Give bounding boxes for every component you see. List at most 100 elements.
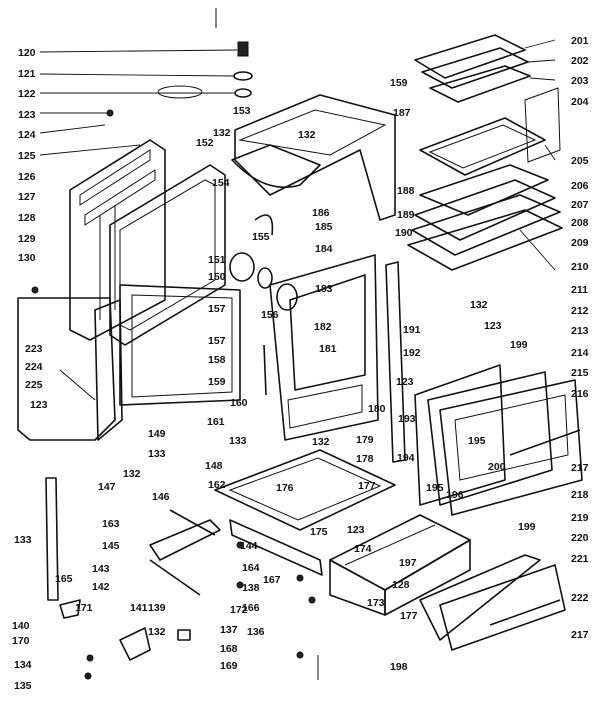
leader-lines bbox=[39, 39, 556, 271]
part-callout-186: 186 bbox=[312, 207, 330, 219]
part-callout-123: 123 bbox=[30, 399, 48, 411]
part-callout-128: 128 bbox=[392, 579, 410, 591]
part-callout-177: 177 bbox=[358, 480, 376, 492]
part-callout-123: 123 bbox=[18, 109, 36, 121]
part-callout-155: 155 bbox=[252, 231, 270, 243]
part-callout-170: 170 bbox=[12, 635, 30, 647]
part-callout-196: 196 bbox=[446, 489, 464, 501]
heating-element bbox=[254, 214, 274, 236]
part-callout-146: 146 bbox=[152, 491, 170, 503]
part-callout-206: 206 bbox=[571, 180, 589, 192]
part-callout-191: 191 bbox=[403, 324, 421, 336]
burner-assembly bbox=[149, 509, 221, 596]
part-callout-175: 175 bbox=[310, 526, 328, 538]
door-trim-strip bbox=[385, 261, 406, 463]
part-callout-212: 212 bbox=[571, 305, 589, 317]
part-callout-139: 139 bbox=[148, 602, 166, 614]
part-callout-142: 142 bbox=[92, 581, 110, 593]
part-callout-223: 223 bbox=[25, 343, 43, 355]
part-callout-159: 159 bbox=[208, 376, 226, 388]
part-callout-218: 218 bbox=[571, 489, 589, 501]
part-callout-159: 159 bbox=[390, 77, 408, 89]
part-callout-189: 189 bbox=[397, 209, 415, 221]
part-callout-221: 221 bbox=[571, 553, 589, 565]
part-callout-173: 173 bbox=[367, 597, 385, 609]
thermostat-bulb bbox=[229, 252, 255, 282]
part-callout-127: 127 bbox=[18, 191, 36, 203]
part-callout-207: 207 bbox=[571, 199, 589, 211]
part-callout-132: 132 bbox=[123, 468, 141, 480]
broiler-door-assembly bbox=[414, 364, 583, 516]
top-cover bbox=[231, 94, 396, 221]
part-callout-208: 208 bbox=[571, 217, 589, 229]
part-callout-144: 144 bbox=[240, 540, 258, 552]
part-callout-132: 132 bbox=[470, 299, 488, 311]
part-callout-135: 135 bbox=[14, 680, 32, 692]
part-callout-161: 161 bbox=[207, 416, 225, 428]
part-callout-125: 125 bbox=[18, 150, 36, 162]
part-callout-122: 122 bbox=[18, 88, 36, 100]
part-callout-162: 162 bbox=[208, 479, 226, 491]
part-callout-137: 137 bbox=[220, 624, 238, 636]
part-callout-195: 195 bbox=[426, 482, 444, 494]
part-callout-132: 132 bbox=[148, 626, 166, 638]
storage-drawer bbox=[329, 514, 471, 616]
part-callout-158: 158 bbox=[208, 354, 226, 366]
part-callout-217: 217 bbox=[571, 462, 589, 474]
part-callout-120: 120 bbox=[18, 47, 36, 59]
part-callout-216: 216 bbox=[571, 388, 589, 400]
part-callout-199: 199 bbox=[510, 339, 528, 351]
broiler-rack-stack bbox=[407, 34, 563, 271]
part-callout-203: 203 bbox=[571, 75, 589, 87]
part-callout-128: 128 bbox=[18, 212, 36, 224]
part-callout-197: 197 bbox=[399, 557, 417, 569]
part-callout-157: 157 bbox=[208, 303, 226, 315]
part-callout-140: 140 bbox=[12, 620, 30, 632]
part-callout-132: 132 bbox=[213, 127, 231, 139]
part-callout-224: 224 bbox=[25, 361, 43, 373]
part-callout-129: 129 bbox=[18, 233, 36, 245]
gasket-ring bbox=[276, 283, 298, 311]
part-callout-194: 194 bbox=[397, 452, 415, 464]
seal-ring bbox=[257, 267, 273, 289]
part-callout-174: 174 bbox=[354, 543, 372, 555]
part-callout-130: 130 bbox=[18, 252, 36, 264]
part-callout-220: 220 bbox=[571, 532, 589, 544]
part-callout-132: 132 bbox=[298, 129, 316, 141]
part-callout-183: 183 bbox=[315, 283, 333, 295]
part-callout-181: 181 bbox=[319, 343, 337, 355]
part-callout-214: 214 bbox=[571, 347, 589, 359]
part-callout-213: 213 bbox=[571, 325, 589, 337]
part-callout-204: 204 bbox=[571, 96, 589, 108]
part-callout-202: 202 bbox=[571, 55, 589, 67]
part-callout-188: 188 bbox=[397, 185, 415, 197]
part-callout-176: 176 bbox=[276, 482, 294, 494]
part-callout-184: 184 bbox=[315, 243, 333, 255]
part-callout-123: 123 bbox=[396, 376, 414, 388]
part-callout-150: 150 bbox=[208, 271, 226, 283]
part-callout-136: 136 bbox=[247, 626, 265, 638]
part-callout-149: 149 bbox=[148, 428, 166, 440]
part-callout-152: 152 bbox=[196, 137, 214, 149]
part-callout-192: 192 bbox=[403, 347, 421, 359]
part-callout-163: 163 bbox=[102, 518, 120, 530]
oven-bottom-panel bbox=[214, 449, 396, 576]
part-callout-200: 200 bbox=[488, 461, 506, 473]
part-callout-185: 185 bbox=[315, 221, 333, 233]
part-callout-195: 195 bbox=[468, 435, 486, 447]
part-callout-164: 164 bbox=[242, 562, 260, 574]
part-callout-187: 187 bbox=[393, 107, 411, 119]
part-callout-138: 138 bbox=[242, 582, 260, 594]
part-callout-209: 209 bbox=[571, 237, 589, 249]
part-callout-166: 166 bbox=[242, 602, 260, 614]
part-callout-141: 141 bbox=[130, 602, 148, 614]
part-callout-133: 133 bbox=[148, 448, 166, 460]
part-callout-145: 145 bbox=[102, 540, 120, 552]
part-callout-123: 123 bbox=[347, 524, 365, 536]
part-callout-147: 147 bbox=[98, 481, 116, 493]
part-callout-205: 205 bbox=[571, 155, 589, 167]
part-callout-182: 182 bbox=[314, 321, 332, 333]
part-callout-153: 153 bbox=[233, 105, 251, 117]
part-callout-171: 171 bbox=[75, 602, 93, 614]
